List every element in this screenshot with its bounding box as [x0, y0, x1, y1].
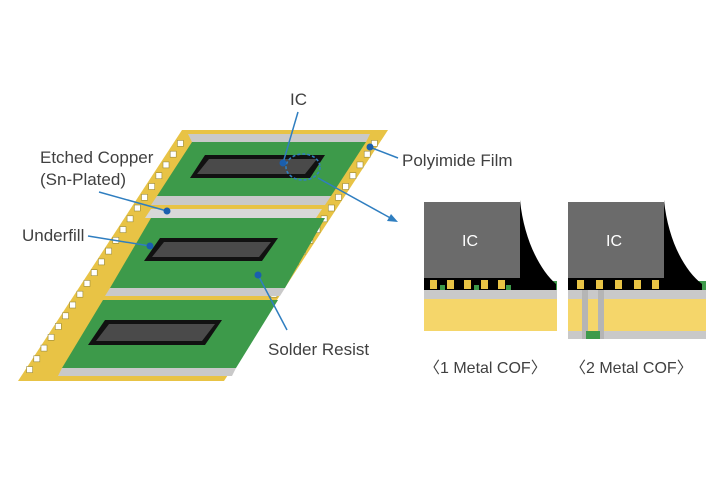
sprocket-hole: [363, 150, 371, 158]
leader-dots: [146, 143, 374, 279]
ic-die-1-top: [197, 159, 317, 174]
sprocket-hole: [76, 290, 84, 298]
sprocket-hole: [62, 312, 69, 320]
sprocket-hole: [134, 204, 141, 212]
label-ic: IC: [290, 90, 307, 109]
sprocket-hole: [148, 183, 155, 190]
copper-band-5: [58, 368, 236, 376]
label-polyimide-film: Polyimide Film: [402, 151, 513, 170]
cs2-via-2: [598, 290, 604, 339]
caption-2-metal-cof: 〈2 Metal COF〉: [570, 360, 693, 377]
sprocket-hole: [54, 323, 62, 330]
leader-lines: [87, 111, 399, 331]
caption-1-metal-cof: 〈1 Metal COF〉: [424, 360, 547, 377]
sprocket-hole: [33, 355, 41, 363]
cs1-polyimide: [424, 299, 557, 331]
sprocket-hole: [119, 226, 127, 233]
sprocket-hole: [155, 172, 163, 179]
zoom-circle: [285, 153, 321, 181]
cs1-copper-layer: [424, 290, 557, 299]
sprocket-hole: [169, 150, 177, 158]
dot-solder-resist: [254, 271, 262, 279]
dot-underfill: [146, 242, 154, 250]
cs2-copper-bottom: [568, 331, 706, 339]
dot-ic: [279, 159, 287, 167]
sprocket-hole: [162, 161, 170, 169]
sprocket-hole: [26, 366, 33, 373]
cs2-ic-die: [568, 202, 664, 278]
arrowhead: [387, 214, 398, 222]
dot-polyimide: [366, 143, 374, 151]
sprocket-hole: [40, 344, 48, 352]
cs2-via-1: [582, 290, 588, 339]
copper-band-2: [145, 209, 322, 218]
sprocket-hole: [335, 194, 342, 201]
sprocket-hole: [69, 301, 76, 309]
sprocket-hole: [177, 140, 184, 147]
cs1-chip-label: IC: [462, 233, 478, 250]
sprocket-hole: [90, 269, 98, 277]
label-underfill: Underfill: [22, 226, 85, 245]
cs1-ic-die: [424, 202, 520, 278]
copper-band-4: [188, 134, 370, 142]
ic-die-3-top: [96, 324, 215, 341]
sprocket-hole: [349, 172, 357, 179]
sprocket-hole: [356, 161, 364, 169]
sprocket-hole: [98, 258, 105, 266]
dot-etched-copper: [163, 207, 171, 215]
sprocket-hole: [141, 194, 148, 201]
sprocket-hole: [371, 140, 378, 147]
label-etched-copper: Etched Copper (Sn-Plated): [40, 148, 154, 189]
sprocket-hole: [327, 204, 335, 212]
cs2-polyimide: [568, 299, 706, 331]
sprocket-holes-left: [26, 140, 184, 373]
copper-band-1: [151, 196, 331, 205]
cs2-chip-label: IC: [606, 233, 622, 250]
cs2-underfill: [568, 200, 702, 290]
sprocket-hole: [47, 333, 55, 341]
cross-section-1-metal: [424, 200, 557, 331]
sprocket-hole: [105, 247, 112, 255]
sprocket-hole: [342, 183, 350, 190]
cs1-underfill: [424, 200, 556, 290]
cs1-pads: [440, 285, 511, 290]
copper-band-3: [105, 288, 285, 296]
ic-die-2-top: [152, 242, 271, 257]
cof-tape: [18, 130, 388, 381]
cross-section-2-metal: [568, 200, 706, 339]
sprocket-hole: [126, 215, 134, 223]
cs2-copper-top: [568, 290, 706, 299]
cs2-bumps: [577, 280, 659, 289]
cs1-bumps: [430, 280, 505, 289]
sprocket-hole: [83, 280, 91, 287]
label-solder-resist: Solder Resist: [268, 340, 370, 359]
cs2-solder-resist-bottom: [586, 331, 600, 339]
